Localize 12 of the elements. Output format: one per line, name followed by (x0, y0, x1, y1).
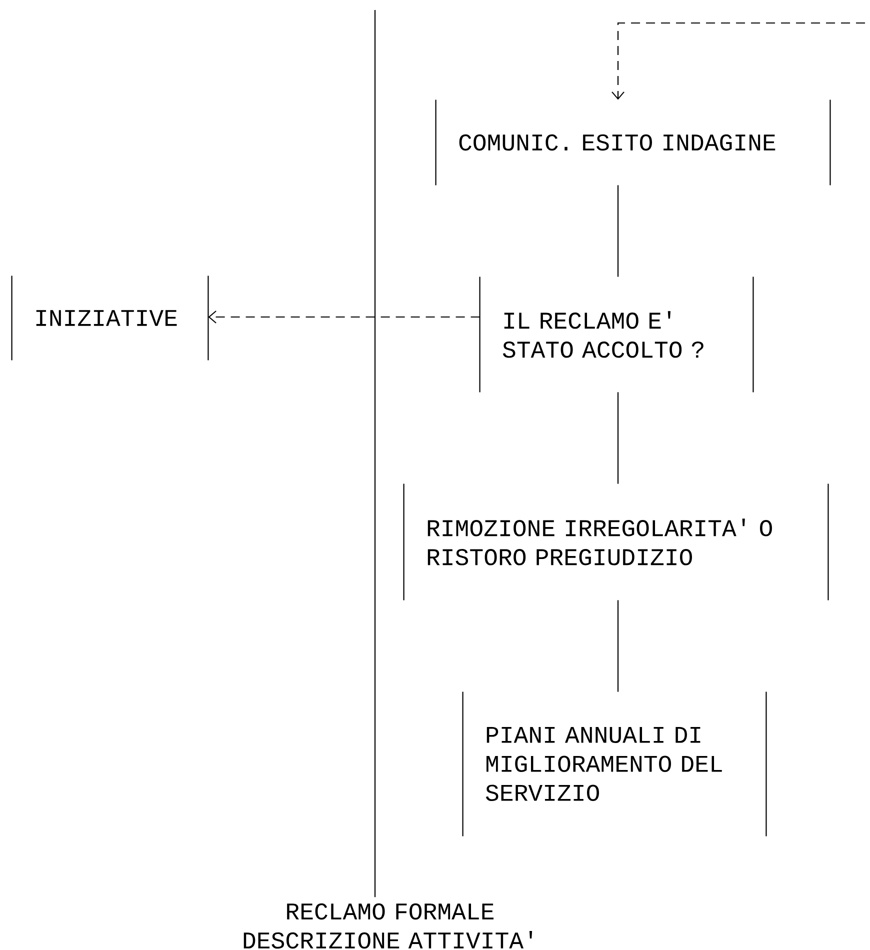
process-box: IL RECLAMO E' STATO ACCOLTO ? (479, 276, 754, 393)
connector-line (617, 392, 619, 484)
connector-line (617, 185, 619, 277)
process-box: RIMOZIONE IRREGOLARITA' O RISTORO PREGIUDIZIO (403, 483, 829, 601)
connector-line (374, 10, 376, 898)
process-box: COMUNIC. ESITO INDAGINE (435, 99, 831, 186)
caption-text: RECLAMO FORMALE DESCRIZIONE ATTIVITA' (244, 903, 532, 949)
arrow (612, 22, 866, 100)
connector-line (617, 600, 619, 692)
arrow (208, 310, 480, 324)
process-box: PIANI ANNUALI DI MIGLIORAMENTO DEL SERVIZIO (462, 691, 767, 837)
process-box: INIZIATIVE (11, 275, 209, 361)
